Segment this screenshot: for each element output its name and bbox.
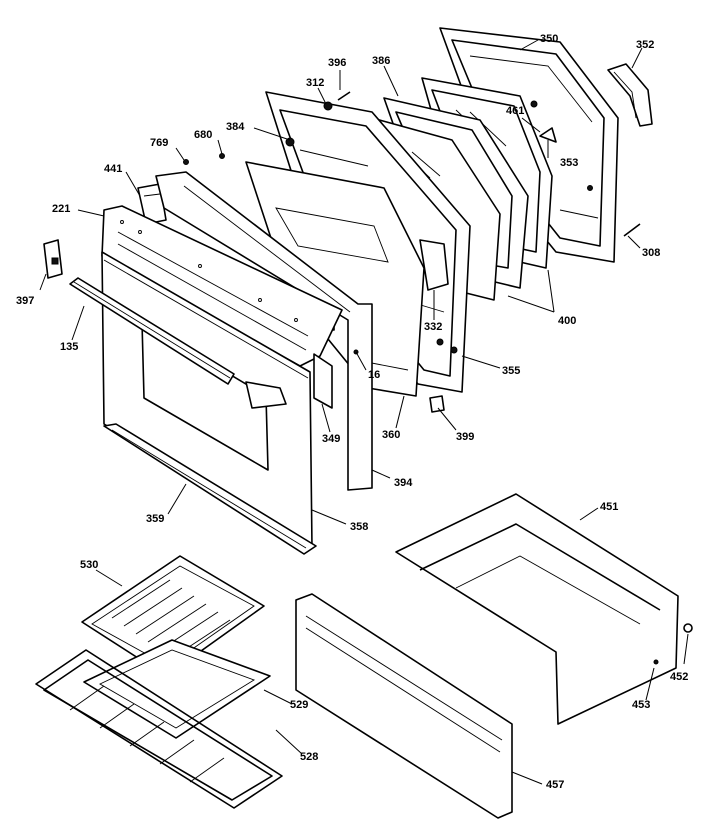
callout-452: 452 [670, 671, 688, 683]
callout-769: 769 [150, 137, 168, 149]
part-530-broiler-pan-grid [81, 555, 265, 677]
callout-332: 332 [424, 321, 442, 333]
callout-461: 461 [506, 105, 524, 117]
callout-358: 358 [350, 521, 368, 533]
part-349-insulation [313, 353, 333, 409]
callout-360: 360 [382, 429, 400, 441]
callout-453: 453 [632, 699, 650, 711]
callout-397: 397 [16, 295, 34, 307]
part-529-broiler-pan [83, 639, 271, 739]
callout-349: 349 [322, 433, 340, 445]
part-352-hinge [607, 63, 653, 127]
part-135-handle [69, 277, 235, 385]
callout-457: 457 [546, 779, 564, 791]
callout-221: 221 [52, 203, 70, 215]
callout-680: 680 [194, 129, 212, 141]
callout-400: 400 [558, 315, 576, 327]
callout-396: 396 [328, 57, 346, 69]
small-hardware [183, 91, 641, 413]
callout-355: 355 [502, 365, 520, 377]
part-457-drawer-front [295, 593, 513, 819]
callout-16: 16 [368, 369, 380, 381]
callout-394: 394 [394, 477, 413, 489]
callout-529: 529 [290, 699, 308, 711]
callout-359: 359 [146, 513, 164, 525]
callout-384: 384 [226, 121, 245, 133]
callout-451: 451 [600, 501, 618, 513]
part-359-bottom-trim [103, 423, 317, 555]
callout-312: 312 [306, 77, 324, 89]
callout-528: 528 [300, 751, 318, 763]
leader-lines [39, 39, 689, 785]
callout-350: 350 [540, 33, 558, 45]
callout-353: 353 [560, 157, 578, 169]
callout-441: 441 [104, 163, 122, 175]
callout-399: 399 [456, 431, 474, 443]
part-397-hinge-receiver [43, 239, 63, 279]
callout-labels: 350 352 396 386 312 461 353 384 769 680 … [16, 33, 688, 791]
callout-308: 308 [642, 247, 660, 259]
callout-386: 386 [372, 55, 390, 67]
callout-352: 352 [636, 39, 654, 51]
callout-530: 530 [80, 559, 98, 571]
part-451-drawer-body [395, 493, 679, 725]
part-441-latch [137, 183, 167, 225]
part-528-oven-rack [35, 649, 283, 809]
drawer-hardware [653, 623, 693, 665]
callout-135: 135 [60, 341, 78, 353]
